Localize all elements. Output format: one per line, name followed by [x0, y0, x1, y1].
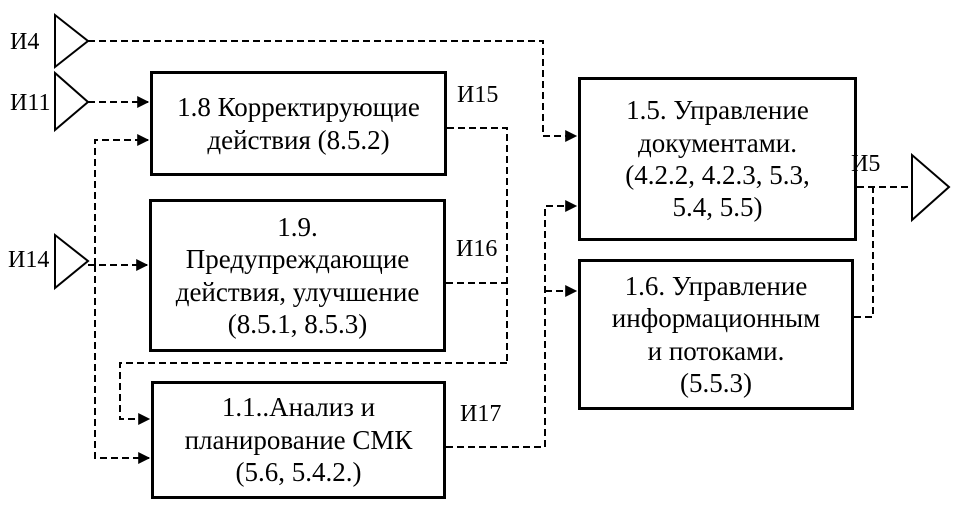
box-qms-analysis-planning: 1.1..Анализ и планирование СМК (5.6, 5.4…	[151, 381, 446, 499]
input-i14-triangle	[54, 232, 90, 291]
input-i11-triangle	[54, 70, 90, 133]
box-preventive-line-2: Предупреждающие	[185, 244, 410, 275]
box-info-line-1: 1.6. Управление	[624, 270, 808, 301]
box-docs-line-1: 1.5. Управление	[626, 95, 809, 126]
label-i15: И15	[457, 82, 499, 108]
connector-i14-to-analysis	[94, 265, 151, 464]
box-info-line-2: информационным	[611, 303, 821, 334]
output-i5-triangle	[911, 152, 951, 223]
box-corrective-actions: 1.8 Корректирующие действия (8.5.2)	[150, 71, 447, 176]
box-preventive-line-3: действия, улучшение	[175, 276, 420, 307]
label-i5: И5	[851, 151, 881, 177]
box-document-control: 1.5. Управление документами. (4.2.2, 4.2…	[578, 77, 857, 241]
connector-i4-to-docs	[88, 40, 578, 142]
box-information-flows: 1.6. Управление информационным и потокам…	[578, 259, 854, 410]
box-preventive-line-4: (8.5.1, 8.5.3)	[227, 308, 368, 339]
box-analysis-line-1: 1.1..Анализ и	[221, 392, 376, 423]
box-analysis-line-3: (5.6, 5.4.2.)	[235, 457, 362, 488]
box-info-line-3: и потоками.	[647, 335, 785, 366]
box-docs-line-3: (4.2.2, 4.2.3, 5.3,	[625, 160, 810, 190]
box-corrective-line-1: 1.8 Корректирующие	[177, 92, 420, 123]
box-corrective-line-2: действия (8.5.2)	[207, 124, 390, 155]
label-i17: И17	[460, 401, 502, 427]
box-docs-line-4: 5.4, 5.5)	[672, 192, 763, 223]
connector-feedback-to-analysis	[119, 362, 507, 425]
box-info-line-4: (5.5.3)	[680, 367, 752, 398]
box-preventive-actions: 1.9. Предупреждающие действия, улучшение…	[149, 199, 446, 352]
label-i16: И16	[456, 236, 498, 262]
input-i4-triangle	[54, 12, 90, 70]
box-preventive-line-1: 1.9.	[277, 211, 318, 242]
label-i14: И14	[8, 247, 50, 273]
box-docs-line-2: документами.	[637, 127, 798, 158]
box-analysis-line-2: планирование СМК	[184, 424, 413, 455]
connector-i17-analysis-out	[446, 200, 578, 448]
connector-i15-corrective-out	[447, 127, 508, 363]
label-i4: И4	[10, 29, 40, 55]
connector-i14-to-corrective	[94, 134, 150, 265]
connector-info-to-i5	[854, 187, 874, 318]
label-i11: И11	[10, 90, 51, 116]
